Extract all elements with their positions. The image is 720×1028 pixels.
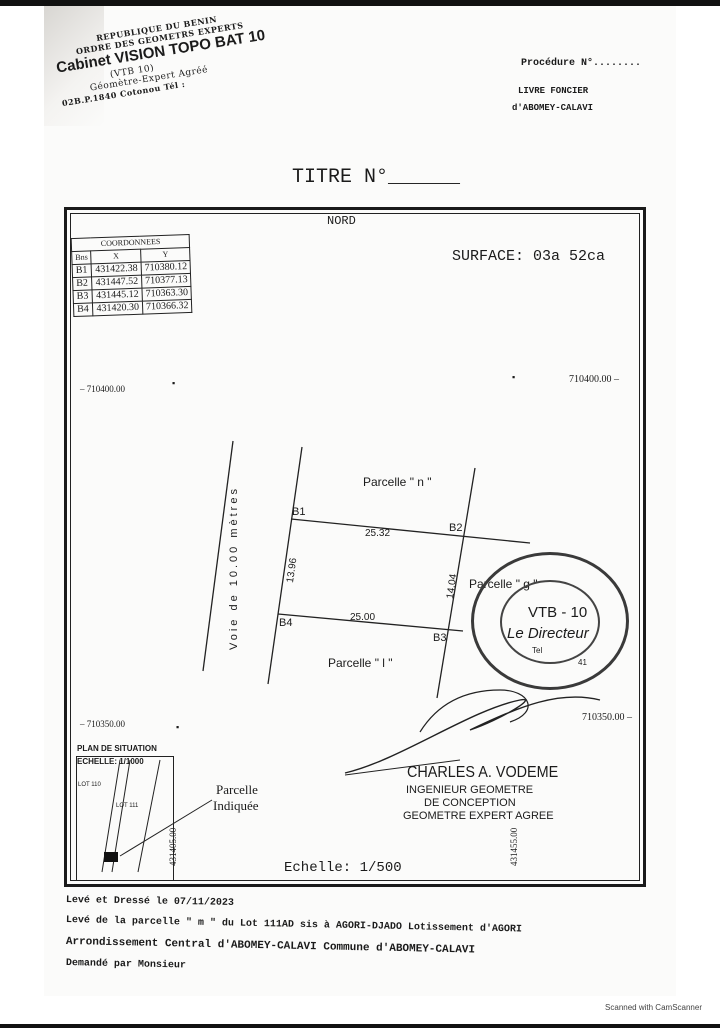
grid-tick: ▪ [172, 378, 176, 388]
distance-bottom: 25.00 [350, 612, 376, 623]
grid-value: 710400.00 [86, 384, 125, 394]
grid-tick: ▪ [176, 722, 180, 732]
grid-value: 710350.00 [86, 719, 125, 729]
official-stamp [471, 552, 629, 690]
lot-110-label: LOT 110 [78, 782, 101, 788]
beacon-b3: B3 [433, 632, 447, 644]
parcelle-n-label: Parcelle " n " [363, 475, 432, 489]
grid-tick: ▪ [512, 372, 516, 382]
signatory-line2: DE CONCEPTION [424, 797, 516, 809]
grid-label-right-bottom: 710350.00 – [582, 712, 632, 723]
signatory-line1: INGENIEUR GEOMETRE [406, 784, 534, 796]
grid-value: 710400.00 [569, 374, 612, 385]
road-label: Voie de 10.00 mètres [228, 486, 240, 650]
beacon-b4: B4 [279, 617, 293, 629]
parcel-pointer-line [119, 799, 213, 857]
parcel-top-boundary [290, 518, 531, 544]
scale-label: Echelle: 1/500 [284, 860, 402, 876]
lot-111-label: LOT 111 [116, 803, 139, 809]
stamp-number: 41 [578, 658, 587, 667]
beacon-b1: B1 [292, 506, 306, 518]
bottom-dark-bar [0, 1024, 720, 1028]
beacon-b2: B2 [449, 522, 463, 534]
distance-top: 25.32 [365, 528, 391, 539]
signature-stroke-3 [344, 759, 461, 776]
parcel-bottom-boundary [277, 613, 464, 632]
signature-stroke-1 [344, 696, 601, 774]
north-label: NORD [327, 214, 356, 228]
parcelle-l-label: Parcelle " l " [328, 656, 393, 670]
grid-label-left-bottom: – 710350.00 [80, 719, 125, 729]
mini-lot-line [137, 759, 161, 873]
parcelle-indiquee-2: Indiquée [213, 798, 259, 813]
stamp-directeur: Le Directeur [507, 625, 589, 642]
page-fold-shadow [44, 6, 104, 126]
stamp-inner-ring [500, 580, 600, 664]
road-edge-right [267, 446, 303, 685]
parcelle-indiquee-1: Parcelle [216, 782, 258, 797]
stamp-vtb: VTB - 10 [528, 604, 588, 621]
stamp-tel: Tel [532, 646, 543, 655]
plan-situation-title: PLAN DE SITUATION [77, 744, 157, 753]
scanner-watermark: Scanned with CamScanner [605, 1003, 702, 1012]
situation-plan-box [76, 756, 174, 881]
titre-number: TITRE N°______ [292, 166, 461, 189]
livre-foncier-commune: d'ABOMEY-CALAVI [512, 103, 594, 113]
livre-foncier: LIVRE FONCIER [518, 86, 589, 96]
parcel-right-boundary [436, 467, 476, 699]
road-edge-left [202, 440, 234, 672]
grid-label-left-top: – 710400.00 [80, 384, 125, 394]
grid-value: 710350.00 [582, 712, 625, 723]
plan-frame-inner [70, 213, 640, 881]
mini-parcel-marker [104, 852, 118, 862]
document-page [44, 6, 676, 996]
plan-frame [64, 207, 646, 887]
signatory-name: CHARLES A. VODEME [407, 764, 559, 781]
top-dark-bar [0, 0, 720, 6]
grid-label-right-top: 710400.00 – [569, 374, 619, 385]
surface-label: SURFACE: 03a 52ca [452, 248, 606, 265]
procedure-number: Procédure N°........ [521, 58, 642, 69]
plan-scale: ECHELLE: 1/1000 [77, 757, 144, 766]
signatory-line3: GEOMETRE EXPERT AGREE [403, 810, 554, 822]
signature-stroke-2 [419, 689, 529, 733]
